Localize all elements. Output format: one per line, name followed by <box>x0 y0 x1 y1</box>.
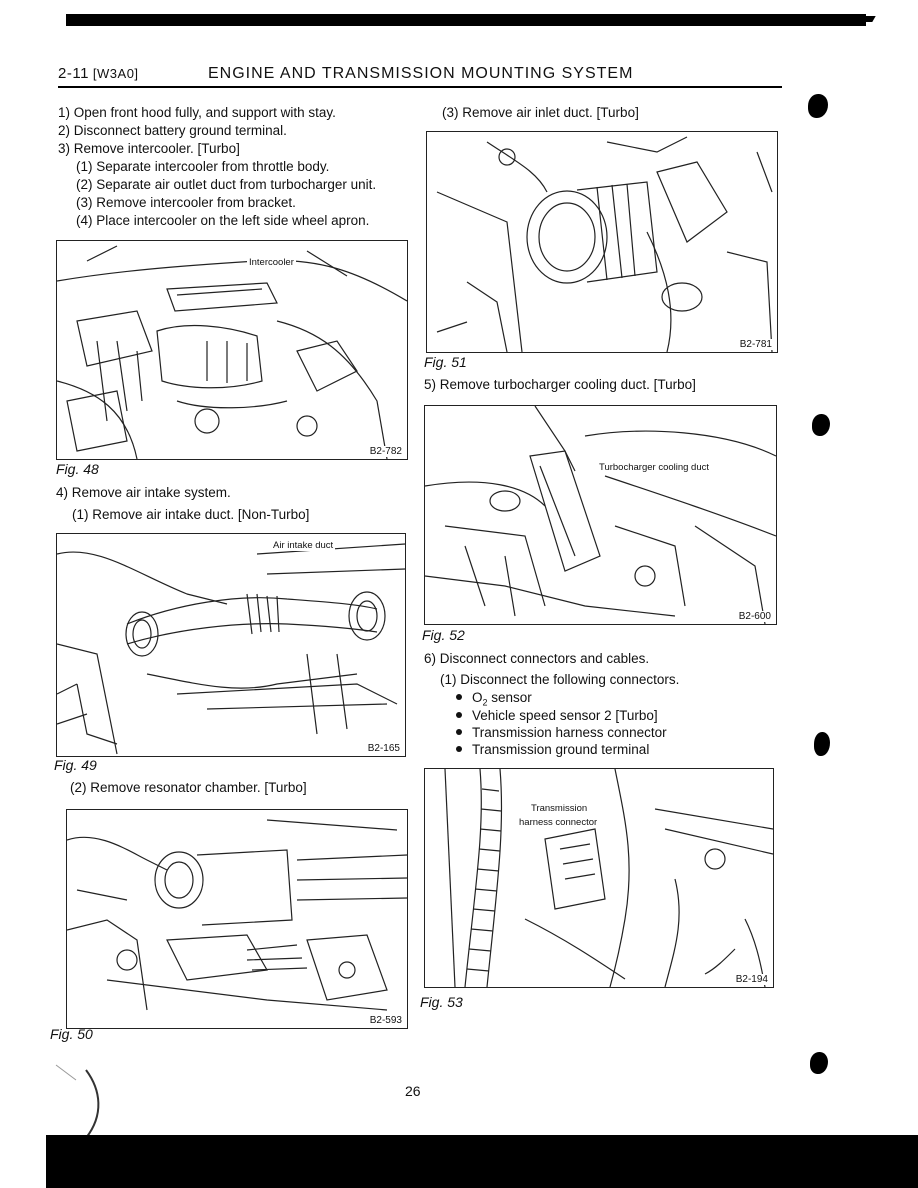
step-6: 6) Disconnect connectors and cables. <box>424 651 650 666</box>
figure-48-code: B2-782 <box>368 446 403 457</box>
figure-52-label-cooling-duct: Turbocharger cooling duct <box>597 462 712 473</box>
figure-48-label-intercooler: Intercooler <box>247 257 296 268</box>
figure-52-caption: Fig. 52 <box>422 627 465 643</box>
figure-50-resonator-chamber: B2-593 <box>66 809 408 1029</box>
figure-53-caption: Fig. 53 <box>420 994 463 1010</box>
top-bar-tail <box>858 16 876 22</box>
figure-49-code: B2-165 <box>366 743 401 754</box>
bullet-dot <box>456 712 462 719</box>
figure-53-transmission-harness: Transmission harness connector B2-194 <box>424 768 774 988</box>
bullet-text: Transmission harness connector <box>472 725 667 740</box>
figure-52-code: B2-600 <box>737 611 772 622</box>
bullet-dot <box>456 746 462 753</box>
step-3-1: (1) Separate intercooler from throttle b… <box>76 159 330 174</box>
header-rule <box>58 86 782 88</box>
figure-50-drawing <box>67 819 407 1011</box>
bottom-black-bar <box>46 1135 918 1188</box>
o2-suffix: sensor <box>487 690 532 705</box>
figure-49-caption: Fig. 49 <box>54 757 97 773</box>
figure-48-intercooler: Intercooler B2-782 <box>56 240 408 460</box>
page-number: 26 <box>405 1083 421 1099</box>
step-3-2: (2) Separate air outlet duct from turboc… <box>76 177 377 192</box>
step-5: 5) Remove turbocharger cooling duct. [Tu… <box>424 377 696 392</box>
page-title: ENGINE AND TRANSMISSION MOUNTING SYSTEM <box>208 65 634 82</box>
figure-48-drawing <box>57 245 407 459</box>
figure-49-drawing <box>57 543 405 755</box>
figure-50-caption: Fig. 50 <box>50 1026 93 1042</box>
step-1: 1) Open front hood fully, and support wi… <box>58 105 336 120</box>
step-2: 2) Disconnect battery ground terminal. <box>58 123 287 138</box>
binding-mark <box>808 94 828 118</box>
figure-53-label-line1: Transmission <box>529 803 590 814</box>
binding-mark <box>814 732 830 756</box>
step-3: 3) Remove intercooler. [Turbo] <box>58 141 240 156</box>
section-code: 2-11[W3A0] <box>58 65 139 82</box>
o2-subscript: 2 <box>482 697 488 708</box>
binding-mark <box>810 1052 828 1074</box>
bullet-text: Vehicle speed sensor 2 [Turbo] <box>472 708 658 723</box>
o2-prefix: O <box>472 690 483 705</box>
bullet-o2-sensor: O2 sensor <box>456 689 532 712</box>
figure-52-drawing <box>425 406 776 624</box>
step-4-1: (1) Remove air intake duct. [Non-Turbo] <box>72 507 310 522</box>
bullet-text: Transmission ground terminal <box>472 742 650 757</box>
section-number: 2-11 <box>58 65 89 82</box>
section-ref: [W3A0] <box>92 66 139 81</box>
scan-smudge <box>55 1064 100 1139</box>
figure-51-air-inlet-duct: B2-781 <box>426 131 778 353</box>
step-4-2: (2) Remove resonator chamber. [Turbo] <box>70 780 307 795</box>
top-black-bar <box>66 14 866 26</box>
step-3-3: (3) Remove intercooler from bracket. <box>76 195 296 210</box>
bullet-dot <box>456 729 462 736</box>
step-3-4: (4) Place intercooler on the left side w… <box>76 213 370 228</box>
bullet-transmission-ground: Transmission ground terminal <box>456 741 649 759</box>
figure-53-label-line2: harness connector <box>517 817 600 828</box>
figure-51-drawing <box>436 136 773 352</box>
bullet-dot <box>456 694 462 701</box>
bullet-vehicle-speed-sensor: Vehicle speed sensor 2 [Turbo] <box>456 707 658 725</box>
figure-50-code: B2-593 <box>368 1015 403 1026</box>
step-6-1: (1) Disconnect the following connectors. <box>440 672 680 687</box>
figure-49-label-air-intake-duct: Air intake duct <box>271 540 336 551</box>
bullet-transmission-harness: Transmission harness connector <box>456 724 667 742</box>
figure-53-drawing <box>444 769 773 987</box>
figure-51-caption: Fig. 51 <box>424 354 467 370</box>
step-4: 4) Remove air intake system. <box>56 485 231 500</box>
figure-51-code: B2-781 <box>738 339 773 350</box>
figure-52-turbocharger-cooling-duct: Turbocharger cooling duct B2-600 <box>424 405 777 625</box>
figure-48-caption: Fig. 48 <box>56 461 99 477</box>
step-4-3: (3) Remove air inlet duct. [Turbo] <box>442 105 639 120</box>
figure-49-air-intake-duct: Air intake duct B2-165 <box>56 533 406 757</box>
figure-53-code: B2-194 <box>734 974 769 985</box>
binding-mark <box>812 414 830 436</box>
